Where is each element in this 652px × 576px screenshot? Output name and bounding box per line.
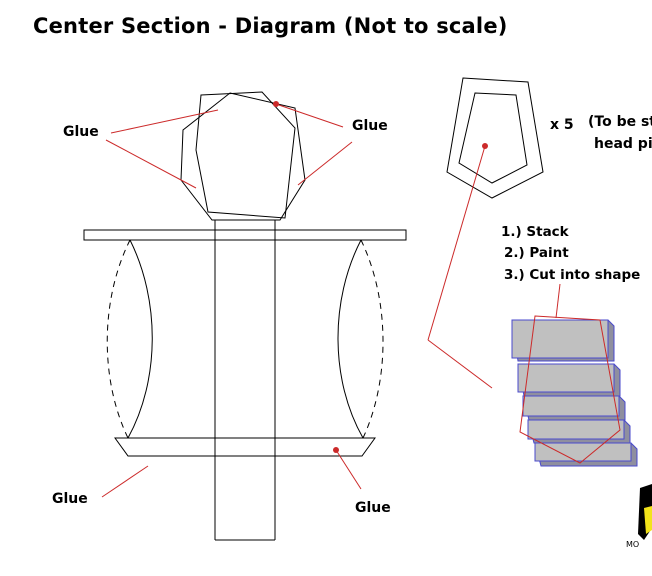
glue-label-bottom-right: Glue [355, 500, 391, 516]
note-line-2: head pi [594, 136, 652, 152]
pentagon-template [446, 77, 544, 199]
count-label: x 5 [550, 117, 574, 133]
cut-shape-outline [519, 283, 621, 464]
top-crossbar [83, 229, 407, 241]
step-cut: 3.) Cut into shape [504, 267, 641, 283]
stacked-blocks [511, 319, 638, 467]
head-pentagon-outline [180, 91, 306, 221]
glue-label-top-left: Glue [63, 124, 99, 140]
glue-dot-top [273, 101, 279, 107]
glue-label-bottom-left: Glue [52, 491, 88, 507]
glue-dot-bottom [333, 447, 339, 453]
glue-label-top-right: Glue [352, 118, 388, 134]
glue-leaders [101, 103, 362, 498]
curved-body [106, 239, 384, 457]
logo-text: MO [626, 540, 640, 549]
page-title: Center Section - Diagram (Not to scale) [33, 14, 508, 38]
step-stack: 1.) Stack [501, 224, 569, 240]
logo-icon [638, 484, 652, 540]
note-line-1: (To be st [588, 114, 652, 130]
step-paint: 2.) Paint [504, 245, 569, 261]
template-leader [427, 145, 493, 389]
